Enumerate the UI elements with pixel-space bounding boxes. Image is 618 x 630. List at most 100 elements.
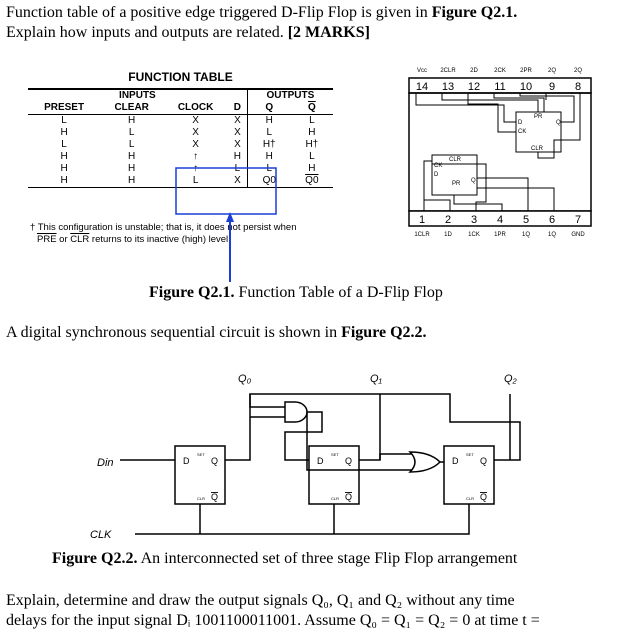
arrow-head	[226, 212, 234, 222]
table-cell: H	[60, 151, 68, 162]
ff2-d-label: D	[452, 456, 459, 466]
question-text: Explain how inputs and outputs are relat…	[6, 24, 288, 41]
ff2-ck-label: CK	[518, 129, 526, 135]
chip-bottom-pin-label: 1PR	[494, 232, 506, 238]
annotation-overlay	[175, 167, 277, 282]
table-cell: L	[61, 115, 67, 126]
chip-top-pin-label: 2Q	[548, 68, 556, 74]
ff0-clr-label: CLR	[197, 496, 205, 501]
inputs-group-header: INPUTS	[119, 90, 156, 101]
chip-bottom-pin-label: 1CK	[468, 232, 480, 238]
figure-q2-1-caption: Figure Q2.1. Function Table of a D-Flip …	[149, 284, 443, 302]
ff1-qbar-label: Q	[345, 492, 352, 502]
chip-top-pin-number: 11	[494, 81, 505, 93]
ff1-clr-label: CLR	[449, 157, 462, 163]
ff2-q-label: Q	[480, 456, 487, 466]
chip-top-pin-number: 9	[549, 81, 555, 93]
ff0-d-label: D	[183, 456, 190, 466]
chip-bottom-pin-number: 1	[419, 214, 425, 226]
ff1-pr-label: PR	[452, 181, 461, 187]
chip-body	[408, 92, 592, 212]
chip-top-pin-label: 2Q	[574, 68, 582, 74]
ff2-qbar-label: Q	[480, 492, 487, 502]
table-cell: H	[60, 163, 68, 174]
chip-bottom-pin-label: 1CLR	[414, 232, 430, 238]
table-cell: H	[308, 163, 316, 174]
ff1-clr-label: CLR	[331, 496, 339, 501]
table-cell: L	[192, 175, 199, 186]
table-cell: X	[234, 115, 241, 126]
column-header: PRESET	[44, 102, 85, 113]
chip-top-pin-label: 2D	[470, 68, 478, 74]
table-cell: H	[308, 127, 316, 138]
chip-top-pin-number: 14	[416, 81, 428, 93]
question-3-line-1: Explain, determine and draw the output s…	[6, 592, 515, 609]
table-cell: H	[60, 175, 68, 186]
table-cell: H	[128, 175, 136, 186]
ff1-d-label: D	[434, 172, 439, 178]
footnote-text: returns to its inactive (high) level.	[89, 234, 231, 245]
figure-q2-2-caption: Figure Q2.2. An interconnected set of th…	[52, 550, 517, 568]
chip-bottom-pin-number: 5	[523, 214, 529, 226]
circuit-wiring	[120, 393, 521, 535]
caption-text: Function Table of a D-Flip Flop	[234, 284, 443, 301]
caption-ref: Figure Q2.2.	[52, 550, 138, 567]
marks-label: [2 MARKS]	[287, 24, 370, 41]
ff2-set-label: SET	[466, 452, 474, 457]
chip-top-pin-label: 2CLR	[440, 68, 456, 74]
clk-label: CLK	[90, 529, 112, 541]
ff0-set-label: SET	[197, 452, 205, 457]
table-cell: H†	[305, 139, 319, 150]
ff2-pr-label: PR	[534, 114, 543, 120]
ff0-q-label: Q	[211, 456, 218, 466]
table-cell: L	[61, 139, 67, 150]
figure-ref: Figure Q2.2.	[341, 324, 427, 341]
and-gate	[284, 401, 308, 423]
table-cell: X	[192, 115, 199, 126]
column-header: D	[233, 102, 242, 113]
table-cell: H	[246, 151, 291, 163]
table-cell: H	[60, 127, 68, 138]
chip-bottom-pin-label: 1Q	[548, 232, 556, 238]
ff1-ck-label: CK	[434, 163, 442, 169]
table-cell: Q0	[246, 175, 291, 188]
table-cell: L	[128, 139, 135, 150]
ff1-d-label: D	[317, 456, 324, 466]
chip-wiring	[415, 93, 581, 211]
table-cell: H†	[246, 139, 291, 151]
column-header: CLEAR	[114, 102, 149, 113]
chip-bottom-pin-number: 2	[445, 214, 451, 226]
chip-top-pin-number: 10	[520, 81, 532, 93]
table-cell: X	[192, 127, 199, 138]
q2-label: Q₂	[504, 373, 518, 385]
table-cell: X	[192, 139, 199, 150]
chip-top-pin-label: 2PR	[520, 68, 532, 74]
chip-top-pin-number: 12	[468, 81, 480, 93]
ff1-q-label: Q	[471, 178, 476, 184]
question-line-2: Explain how inputs and outputs are relat…	[6, 24, 370, 42]
question-3-line-2: delays for the input signal Dᵢ 100110001…	[6, 612, 540, 629]
chip-top-pin-label: Vcc	[417, 68, 427, 74]
table-cell: L	[309, 151, 315, 162]
chip-top-pin-label: 2CK	[494, 68, 506, 74]
table-cell: H	[128, 163, 136, 174]
caption-text: An interconnected set of three stage Fli…	[137, 550, 518, 567]
chip-bottom-pin-number: 4	[497, 214, 503, 226]
clr-label: CLR	[70, 234, 90, 245]
chip-top-pin-number: 13	[442, 81, 454, 93]
or-text: or	[56, 234, 71, 245]
ff2-d-label: D	[518, 120, 523, 126]
chip-bottom-pin-label: 1D	[444, 232, 452, 238]
chip-top-pin-number: 8	[575, 81, 581, 93]
ff2-q-label: Q	[556, 120, 561, 126]
footnote-line-1: † This configuration is unstable; that i…	[30, 222, 297, 233]
highlight-box	[175, 167, 277, 215]
chip-bottom-pin-number: 3	[471, 214, 477, 226]
